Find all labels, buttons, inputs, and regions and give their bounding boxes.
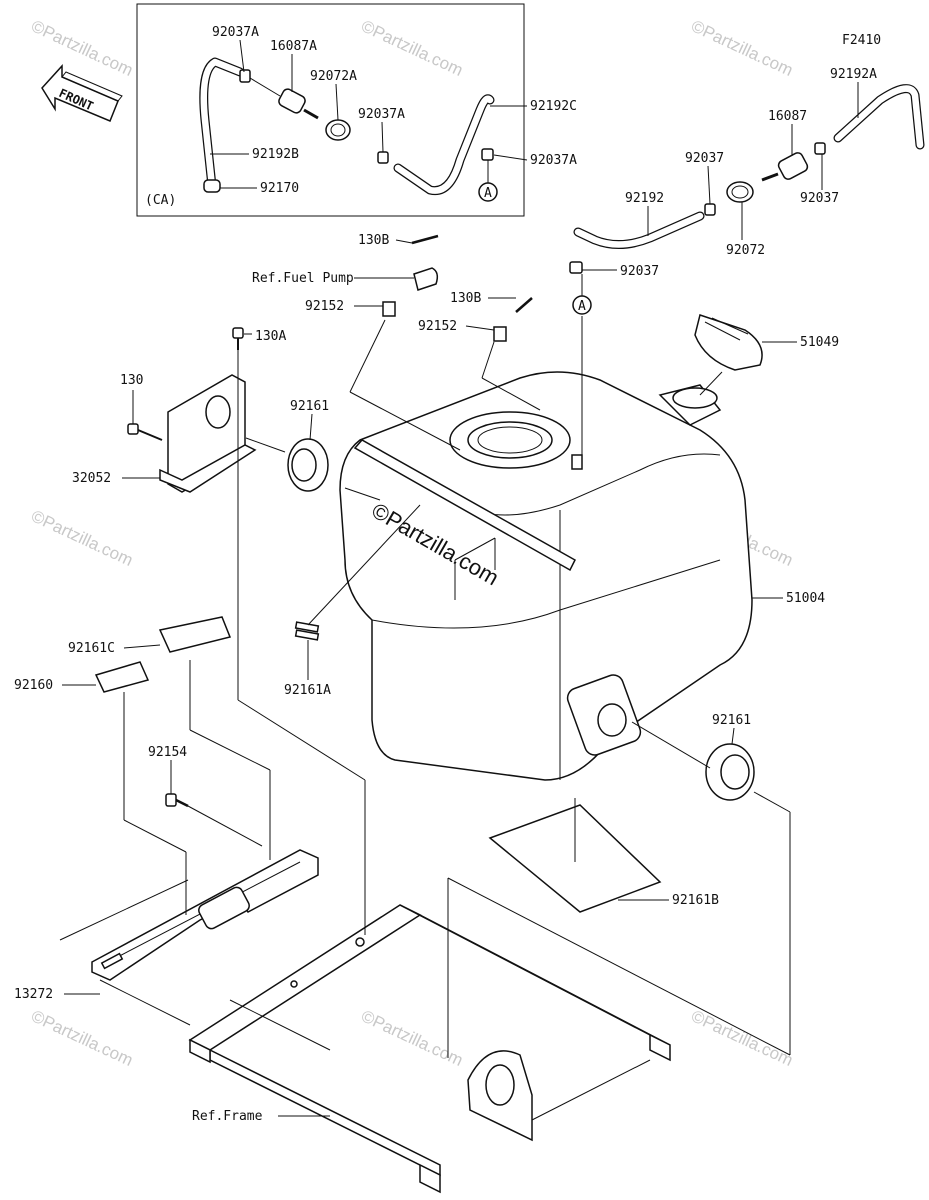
frame (188, 904, 671, 1194)
watermark: ©Partzilla.com (28, 506, 136, 570)
main-labels: 130B Ref.Fuel Pump 92152 130B 92152 130A… (14, 233, 839, 1124)
inset-labels: 92037A 16087A 92072A 92037A 92192C 92037… (210, 25, 577, 196)
clamp-92037 (704, 203, 716, 216)
bracket-13272 (91, 849, 319, 981)
part-label-92152: 92152 (418, 319, 457, 334)
part-label-92160: 92160 (14, 678, 53, 693)
watermark: ©Partzilla.com (688, 1006, 796, 1070)
fuel-filter-16087 (777, 152, 809, 180)
part-label-92072: 92072 (726, 243, 765, 258)
part-label-92037: 92037 (685, 151, 724, 166)
watermark: ©Partzilla.com (358, 1006, 466, 1070)
part-label-130a: 130A (255, 329, 286, 344)
clamp-92037a (239, 69, 251, 83)
part-label-92037a: 92037A (212, 25, 259, 40)
clamp-92037 (569, 261, 583, 274)
figure-code: F2410 (842, 33, 881, 48)
part-label-92161c: 92161C (68, 641, 115, 656)
part-label-16087: 16087 (768, 109, 807, 124)
callout-letter: A (578, 299, 586, 314)
part-label-51004: 51004 (786, 591, 825, 606)
ref-frame: Ref.Frame (192, 1109, 263, 1124)
clamp-92037 (814, 142, 826, 155)
bolt-130a (232, 327, 244, 350)
part-label-16087a: 16087A (270, 39, 317, 54)
ref-fuel-pump: Ref.Fuel Pump (252, 271, 354, 286)
part-label-92192: 92192 (625, 191, 664, 206)
pad-92161c (158, 616, 232, 653)
part-label-92037a: 92037A (530, 153, 577, 168)
callout-letter: A (484, 186, 492, 201)
watermark: ©Partzilla.com (28, 16, 136, 80)
collar-92152 (493, 326, 507, 342)
bolt-130b (515, 297, 533, 313)
vent-hose-assembly: A (569, 84, 925, 315)
part-label-92154: 92154 (148, 745, 187, 760)
bolt-130b (411, 234, 439, 245)
grommet-92161 (705, 743, 755, 801)
part-label-92161b: 92161B (672, 893, 719, 908)
ca-inset-label: (CA) (145, 193, 176, 208)
fuel-tank-51004 (339, 371, 753, 781)
watermark: ©Partzilla.com (28, 1006, 136, 1070)
part-label-92161a: 92161A (284, 683, 331, 698)
part-label-92192a: 92192A (830, 67, 877, 82)
bolt-130 (127, 423, 163, 441)
part-label-92192c: 92192C (530, 99, 577, 114)
bolt-92154 (165, 793, 189, 808)
watermark: ©Partzilla.com (688, 16, 796, 80)
part-label-92037a: 92037A (358, 107, 405, 122)
watermark: ©Partzilla.com (358, 16, 466, 80)
part-label-130: 130 (120, 373, 143, 388)
part-label-92161: 92161 (290, 399, 329, 414)
part-label-13272: 13272 (14, 987, 53, 1002)
part-label-92161: 92161 (712, 713, 751, 728)
collar-92152 (382, 301, 396, 317)
pad-92160 (94, 661, 150, 693)
fuel-cap-51049 (694, 314, 763, 371)
part-label-92152: 92152 (305, 299, 344, 314)
clamp-92037a (377, 151, 389, 164)
assembly-lines (59, 316, 791, 1058)
fuel-pump-clamp (413, 267, 439, 291)
clamp-92072 (726, 181, 754, 203)
part-label-92072a: 92072A (310, 69, 357, 84)
bracket-32052 (159, 374, 257, 493)
clamp-92037a (481, 148, 494, 161)
top-right-labels: 92192A 16087 92037 92037 92192 92072 920… (582, 67, 877, 279)
part-label-92170: 92170 (260, 181, 299, 196)
ca-inset: (CA) A (136, 3, 525, 217)
pad-92161a (294, 621, 320, 641)
front-arrow-icon: FRONT (41, 64, 123, 122)
part-label-92192b: 92192B (252, 147, 299, 162)
part-label-92037: 92037 (800, 191, 839, 206)
part-label-130b: 130B (358, 233, 389, 248)
part-label-32052: 32052 (72, 471, 111, 486)
clamp-92170 (203, 179, 221, 193)
part-label-130b: 130B (450, 291, 481, 306)
part-label-51049: 51049 (800, 335, 839, 350)
fuel-filter-16087a (278, 88, 319, 120)
clamp-92072a (325, 119, 351, 141)
grommet-92161 (287, 438, 329, 492)
part-label-92037: 92037 (620, 264, 659, 279)
